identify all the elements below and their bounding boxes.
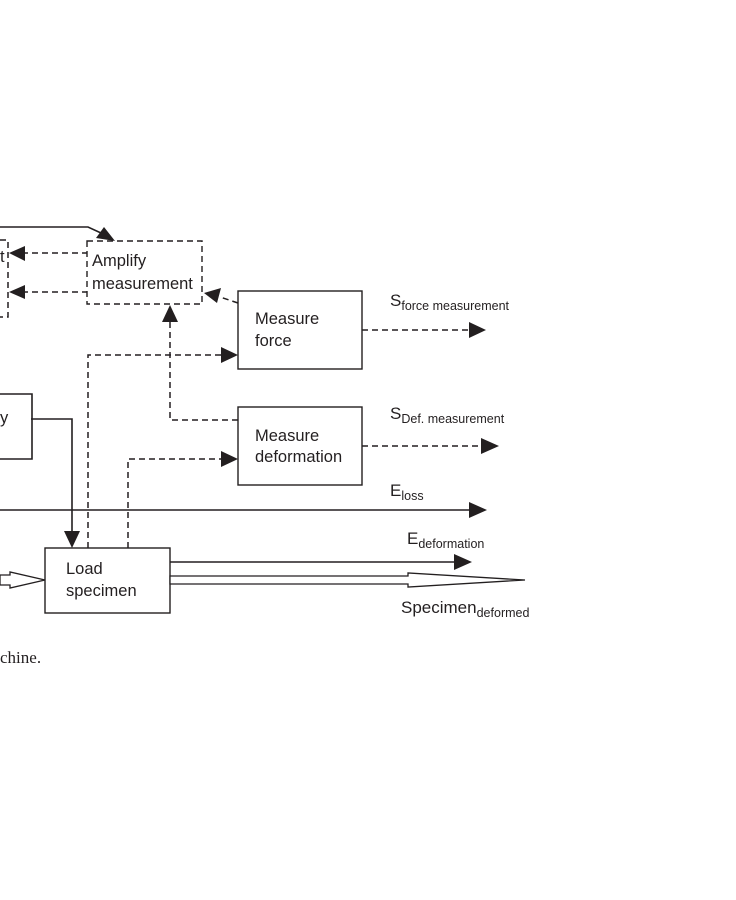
arrowhead-amplify-bottom — [162, 305, 178, 322]
amplify-to-left-arrows — [9, 246, 88, 299]
partial-block-left: y — [0, 393, 33, 460]
s-def-output: SDef. measurement — [362, 404, 505, 454]
partial-block-top-left: t — [0, 239, 9, 318]
s-force-sub: force measurement — [401, 299, 509, 313]
s-def-main: S — [390, 404, 401, 423]
block-measure-deformation: Measure deformation — [237, 406, 363, 486]
e-deformation-main: E — [407, 529, 418, 548]
e-deformation-arrow — [170, 554, 472, 570]
material-input-arrow — [0, 571, 46, 589]
specimen-deformed-arrow — [169, 572, 526, 588]
e-loss-label: Eloss — [390, 481, 424, 503]
arrowhead-amplify-top — [96, 227, 115, 241]
arrowhead-deformation-input — [221, 451, 238, 467]
force-to-amplify-arrow — [204, 288, 239, 304]
specimen-deformed-label: Specimendeformed — [401, 598, 529, 620]
arrowhead-force-input — [221, 347, 238, 363]
arrowhead-left-upper — [9, 246, 25, 261]
arrowhead-left-lower — [9, 285, 25, 299]
specimen-deformed-main: Specimen — [401, 598, 477, 617]
arrowhead-amplify-right — [204, 288, 221, 303]
load-specimen-line1: Load — [66, 560, 103, 578]
measure-force-line2: force — [255, 332, 292, 350]
load-specimen-line2: specimen — [66, 582, 137, 600]
block-load-specimen: Load specimen — [44, 547, 171, 614]
measure-deformation-line1: Measure — [255, 427, 319, 445]
top-line-to-amplify — [0, 226, 115, 241]
arrowhead-s-def — [481, 438, 499, 454]
block-amplify-measurement: Amplify measurement — [86, 240, 203, 305]
amplify-label-line2: measurement — [92, 275, 193, 293]
measure-deformation-line2: deformation — [255, 448, 342, 466]
amplify-label-line1: Amplify — [92, 252, 147, 270]
s-force-output: Sforce measurement — [362, 291, 510, 338]
e-deformation-sub: deformation — [418, 537, 484, 551]
s-def-sub: Def. measurement — [401, 412, 504, 426]
e-loss-sub: loss — [401, 489, 423, 503]
load-to-deformation-arrow — [127, 451, 238, 548]
s-force-main: S — [390, 291, 401, 310]
e-loss-arrow — [0, 502, 487, 518]
specimen-deformed-sub: deformed — [477, 606, 530, 620]
e-deformation-label: Edeformation — [407, 529, 484, 551]
partial-block-top-left-text: t — [0, 248, 5, 266]
load-to-force-arrow — [87, 347, 238, 548]
arrowhead-e-loss — [469, 502, 487, 518]
arrowhead-e-deformation — [454, 554, 472, 570]
figure-caption-fragment: chine. — [0, 648, 41, 667]
left-to-load-arrow — [31, 418, 80, 548]
block-measure-force: Measure force — [237, 290, 363, 370]
arrowhead-s-force — [469, 322, 486, 338]
measure-force-line1: Measure — [255, 310, 319, 328]
partial-block-left-text: y — [0, 409, 9, 427]
deformation-to-amplify-arrow — [162, 305, 238, 421]
e-loss-main: E — [390, 481, 401, 500]
s-force-label: Sforce measurement — [390, 291, 510, 313]
arrowhead-load-top — [64, 531, 80, 548]
s-def-label: SDef. measurement — [390, 404, 505, 426]
